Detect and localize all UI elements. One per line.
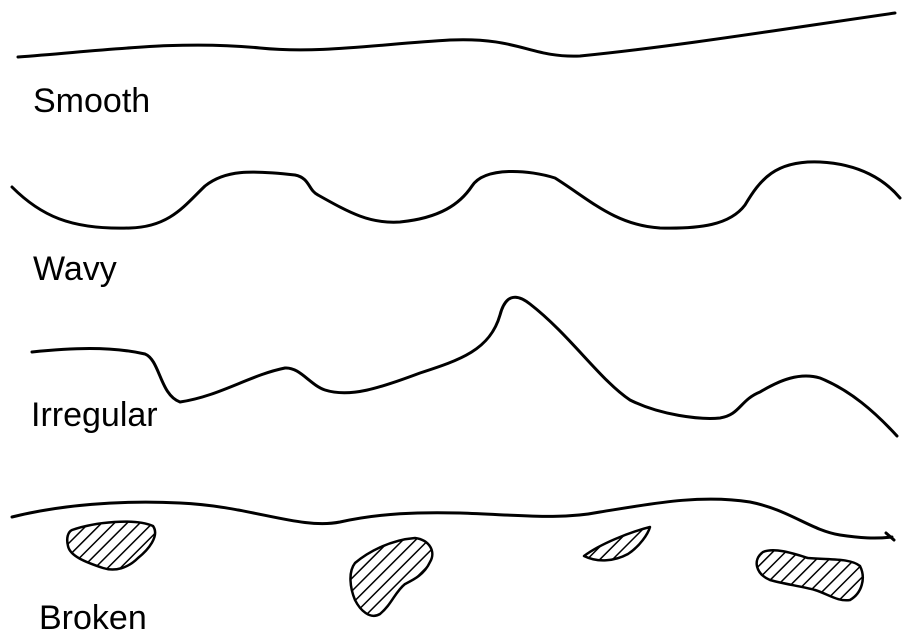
broken-fragment-4 — [757, 550, 863, 600]
broken-fragment-2 — [350, 538, 432, 616]
irregular-profile-line — [32, 297, 897, 436]
broken-fragment-3 — [584, 527, 650, 560]
wavy-profile-line — [12, 162, 900, 228]
broken-fragment-1 — [67, 522, 155, 570]
smooth-profile-line — [18, 13, 895, 57]
wavy-label: Wavy — [33, 252, 117, 286]
smooth-label: Smooth — [33, 84, 150, 118]
broken-label: Broken — [39, 601, 147, 635]
irregular-label: Irregular — [31, 398, 158, 432]
